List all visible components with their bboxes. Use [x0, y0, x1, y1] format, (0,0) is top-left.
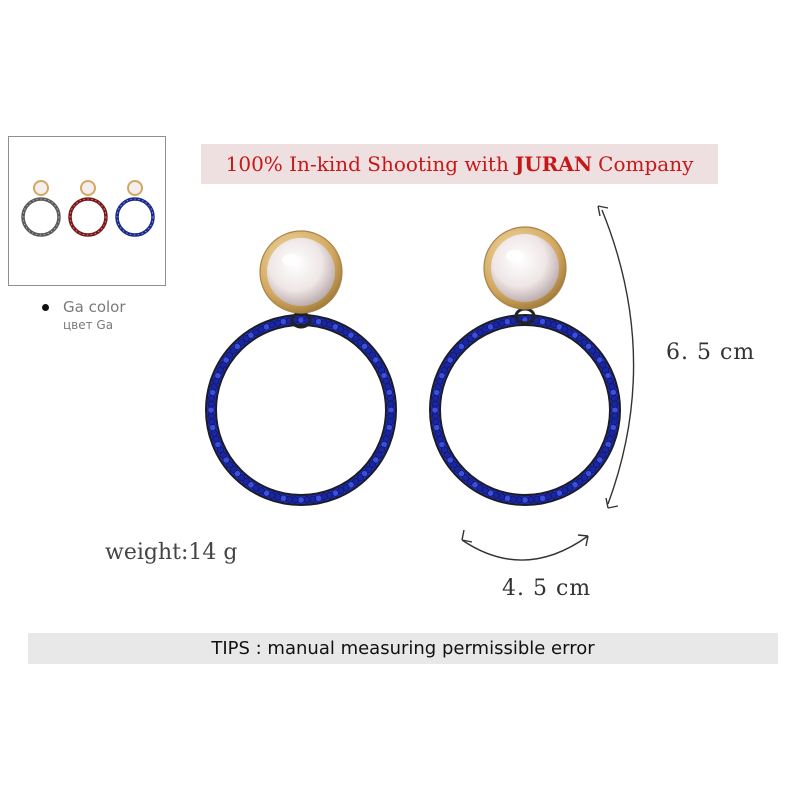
variant-earrings-image — [21, 180, 155, 237]
banner-suffix: Company — [598, 152, 694, 176]
banner-prefix: 100% In-kind Shooting with — [225, 152, 509, 176]
width-dimension-label: 4. 5 cm — [502, 576, 592, 601]
height-dimension-label: 6. 5 cm — [666, 340, 756, 365]
height-dimension-arrow — [597, 205, 635, 509]
shooting-banner: 100% In-kind Shooting with JURAN Company — [201, 144, 718, 184]
color-variants-thumbnail[interactable] — [8, 136, 166, 286]
weight-label: weight:14 g — [105, 540, 238, 565]
width-dimension-arrow — [461, 529, 589, 561]
variant-pearl — [82, 182, 94, 194]
selected-color-bullet — [42, 304, 49, 311]
variant-pearl — [129, 182, 141, 194]
pearl — [491, 234, 559, 302]
right-earring — [429, 226, 621, 506]
variant-pearl — [35, 182, 47, 194]
tips-bar: TIPS : manual measuring permissible erro… — [28, 633, 778, 664]
left-earring — [205, 230, 397, 506]
color-option-label[interactable]: Ga color — [63, 298, 126, 316]
banner-brand: JURAN — [514, 152, 593, 176]
pearl — [267, 238, 335, 306]
color-option-label-ru: цвет Ga — [63, 318, 114, 332]
